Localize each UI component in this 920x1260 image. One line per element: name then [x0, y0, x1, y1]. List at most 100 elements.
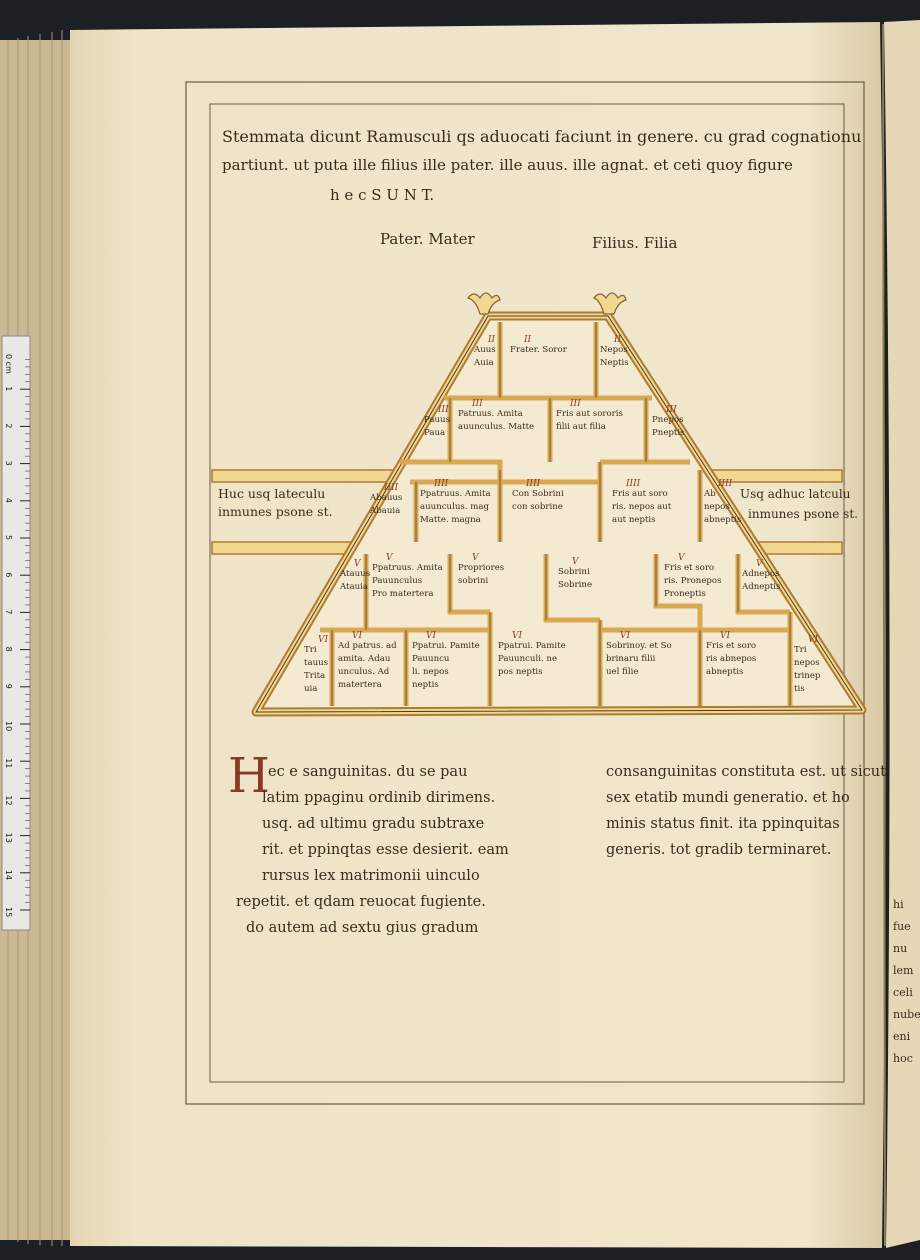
- row5-cell-5-line-3: uel filie: [606, 667, 638, 677]
- ruler-label-4: 4: [4, 498, 13, 503]
- row2-cell-3-degree: III: [569, 399, 581, 409]
- right-band-line-2: inmunes psone st.: [748, 507, 858, 521]
- row3-cell-3-degree: IIII: [525, 479, 541, 489]
- left-col-line-7: do autem ad sextu gius gradum: [246, 920, 479, 936]
- right-col-line-2: sex etatib mundi generatio. et ho: [606, 790, 850, 806]
- row4-cell-1-degree: V: [354, 559, 362, 569]
- row4-cell-4-line-2: Sobrine: [558, 580, 592, 590]
- row3-cell-2-degree: IIII: [433, 479, 449, 489]
- row4-cell-3-line-2: sobrini: [458, 576, 488, 586]
- header-line-1: Stemmata dicunt Ramusculi qs aduocati fa…: [222, 127, 861, 146]
- facing-page-fragments: hi fue nu lem celi nube eni hoc: [893, 898, 920, 1065]
- row4-cell-2-line-3: Pro matertera: [372, 589, 434, 599]
- row3-cell-2-line-1: Ppatruus. Amita: [420, 489, 491, 499]
- row4-cell-2-line-1: Ppatruus. Amita: [372, 563, 443, 573]
- row5-cell-3-line-3: li. nepos: [412, 667, 449, 677]
- row1-cell-1-degree: II: [487, 335, 496, 345]
- header-line-3: h e c S U N T.: [330, 186, 434, 204]
- ruler-label-7: 7: [4, 609, 13, 614]
- row5-cell-2-line-1: Ad patrus. ad: [337, 641, 397, 651]
- row5-cell-4-degree: VI: [512, 631, 522, 641]
- row1-cell-3-degree: II: [613, 335, 622, 345]
- right-col-line-4: generis. tot gradib terminaret.: [606, 842, 831, 858]
- row4-cell-3-line-1: Propriores: [458, 563, 504, 573]
- row5-cell-6-line-1: Fris et soro: [706, 641, 756, 651]
- row2-cell-1-degree: III: [437, 405, 449, 415]
- ruler-label-13: 13: [4, 833, 13, 843]
- finial-right: [593, 292, 627, 315]
- row3-cell-5-line-2: nepos: [704, 502, 730, 512]
- body-text: H ec e sanguinitas. du se pau latim ppag…: [228, 748, 886, 936]
- facing-page: [884, 20, 920, 1248]
- row4-cell-4-degree: V: [572, 557, 580, 567]
- row4-cell-3-degree: V: [472, 553, 480, 563]
- row4-cell-1-line-2: Atauia: [339, 582, 368, 592]
- row4-cell-2-degree: V: [386, 553, 394, 563]
- facing-fragment-7: eni: [893, 1030, 911, 1043]
- row5-cell-7-line-4: tis: [794, 684, 805, 694]
- row1-cell-3-line-2: Neptis: [600, 358, 629, 368]
- row5-cell-1-degree: VI: [318, 635, 328, 645]
- row5-cell-1-line-2: tauus: [304, 658, 328, 668]
- row3-cell-4-line-2: ris. nepos aut: [612, 502, 672, 512]
- header-line-2: partiunt. ut puta ille filius ille pater…: [222, 156, 793, 174]
- ruler-unit-label: 0 cm: [4, 354, 13, 374]
- row3-cell-3-line-2: con sobrine: [512, 502, 563, 512]
- row3-cell-5-line-3: abneptis: [704, 515, 741, 525]
- consanguinity-pyramid: [251, 292, 867, 717]
- row5-cell-3-line-1: Ppatrui. Pamite: [412, 641, 480, 651]
- row5-cell-1-line-3: Trita: [304, 671, 325, 681]
- left-band-line-1: Huc usq lateculu: [218, 486, 325, 501]
- left-col-line-3: usq. ad ultimu gradu subtraxe: [262, 816, 484, 832]
- row3-cell-4-line-1: Fris aut soro: [612, 489, 668, 499]
- row4-cell-4-line-1: Sobrini: [558, 567, 590, 577]
- decorated-initial: H: [228, 748, 270, 804]
- right-col-line-1: consanguinitas constituta est. ut sicut: [606, 764, 886, 780]
- ruler-label-9: 9: [4, 684, 13, 689]
- row5-cell-7-degree: VI: [808, 635, 818, 645]
- row5-cell-2-line-4: matertera: [338, 680, 382, 690]
- row2-cell-2-degree: III: [471, 399, 483, 409]
- row1-cell-1-line-1: Auus: [473, 345, 496, 355]
- row4-cell-6-line-1: Adnepos: [741, 569, 779, 579]
- row2-cell-2-line-2: auunculus. Matte: [458, 422, 534, 432]
- row5-cell-7-line-2: nepos: [794, 658, 820, 668]
- row5-cell-5-degree: VI: [620, 631, 630, 641]
- row2-cell-4-line-2: Pneptis: [652, 428, 685, 438]
- row5-cell-5-line-2: brinaru filii: [606, 654, 656, 664]
- row1-cell-3-line-1: Nepos: [600, 345, 628, 355]
- row4-cell-6-line-2: Adneptis: [741, 582, 780, 592]
- row2-cell-3-line-1: Fris aut sororis: [556, 409, 623, 419]
- row2-cell-4-line-1: Pnepos: [652, 415, 684, 425]
- row3-cell-4-line-3: aut neptis: [612, 515, 656, 525]
- row5-cell-2-line-2: amita. Adau: [338, 654, 391, 664]
- row5-cell-4-line-3: pos neptis: [498, 667, 543, 677]
- left-col-line-1: ec e sanguinitas. du se pau: [268, 764, 467, 780]
- row5-cell-7-line-1: Tri: [794, 645, 807, 655]
- filius-filia-label: Filius. Filia: [592, 234, 677, 252]
- row5-cell-6-line-2: ris abnepos: [706, 654, 756, 664]
- pater-mater-label: Pater. Mater: [380, 230, 476, 248]
- finial-left: [466, 292, 501, 315]
- ruler-label-1: 1: [4, 386, 13, 391]
- ruler-label-15: 15: [4, 907, 13, 917]
- row5-cell-4-line-1: Ppatrui. Pamite: [498, 641, 566, 651]
- left-col-line-6: repetit. et qdam reuocat fugiente.: [236, 894, 486, 910]
- row1-cell-2-degree: II: [523, 335, 532, 345]
- row5-cell-3-line-2: Pauuncu: [412, 654, 450, 664]
- row5-cell-1-line-4: uia: [304, 684, 317, 694]
- ruler-label-12: 12: [4, 795, 13, 805]
- facing-fragment-3: nu: [893, 942, 907, 955]
- row4-cell-5-line-3: Proneptis: [664, 589, 706, 599]
- row3-cell-2-line-2: auunculus. mag: [420, 502, 490, 512]
- ruler-label-3: 3: [4, 461, 13, 466]
- row3-cell-5-degree: IIII: [717, 479, 733, 489]
- row4-cell-1-line-1: Atauus: [339, 569, 370, 579]
- left-col-line-2: latim ppaginu ordinib dirimens.: [262, 790, 495, 806]
- inner-ruled-frame: [209, 103, 845, 1083]
- row4-cell-5-line-1: Fris et soro: [664, 563, 714, 573]
